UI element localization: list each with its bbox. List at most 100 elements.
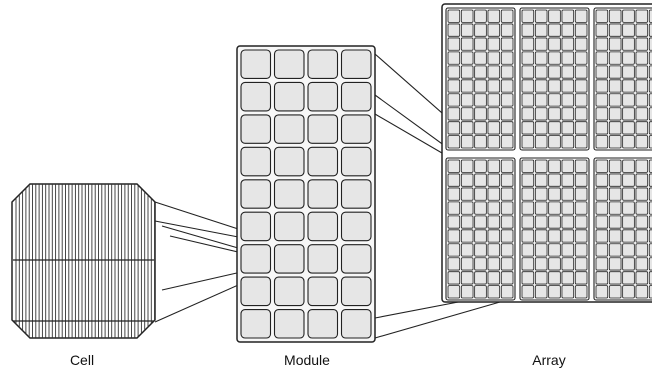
module-label: Module: [284, 352, 330, 368]
array-cell: [574, 135, 588, 149]
array-cell: [548, 9, 561, 23]
array-cell: [622, 107, 635, 121]
array-cell: [487, 107, 501, 121]
module-cell: [340, 146, 372, 177]
array-cell: [595, 121, 609, 135]
array-cell: [561, 37, 575, 51]
array-cell: [521, 23, 535, 37]
array-cell: [561, 65, 575, 79]
array-cell: [474, 37, 487, 51]
array-cell: [622, 121, 635, 135]
array-cell: [534, 23, 548, 37]
array-cell: [487, 187, 501, 201]
array-cell: [487, 271, 501, 285]
array-cell: [608, 229, 622, 243]
array-cell: [608, 65, 622, 79]
array-cell: [622, 201, 635, 215]
array-cell: [561, 215, 575, 229]
array-cell: [521, 271, 535, 285]
array-cell: [595, 135, 609, 149]
module-cell: [273, 309, 305, 339]
array-cell: [561, 271, 575, 285]
array-cell: [622, 257, 635, 271]
array-cell: [635, 229, 649, 243]
array-cell: [622, 187, 635, 201]
array-cell: [595, 79, 609, 93]
array-cell: [460, 173, 474, 187]
array-cell: [561, 173, 575, 187]
array-cell: [474, 135, 487, 149]
array-cell: [608, 37, 622, 51]
array-cell: [487, 135, 501, 149]
array-cell: [474, 187, 487, 201]
array-cell: [622, 51, 635, 65]
array-cell: [635, 93, 649, 107]
array-cell: [648, 159, 652, 173]
array-cell: [574, 65, 588, 79]
array-cell: [474, 173, 487, 187]
array-cell: [548, 159, 561, 173]
cell-fingers: [15, 184, 155, 338]
array-cell: [460, 93, 474, 107]
array-cell: [648, 257, 652, 271]
array-cell: [635, 135, 649, 149]
array-cell: [622, 79, 635, 93]
module-cell: [340, 49, 372, 79]
array-cell: [548, 65, 561, 79]
array-cell: [500, 23, 514, 37]
array-cell: [460, 201, 474, 215]
array-cell: [608, 243, 622, 257]
array-cell: [521, 93, 535, 107]
array-cell: [460, 135, 474, 149]
array-cell: [487, 93, 501, 107]
array-cell: [521, 285, 535, 299]
array-cell: [487, 79, 501, 93]
array-cell: [608, 51, 622, 65]
array-cell: [534, 107, 548, 121]
array-cell: [447, 79, 461, 93]
module-cell: [307, 114, 339, 144]
array-cell: [500, 51, 514, 65]
array-cell: [648, 215, 652, 229]
array-cell: [534, 215, 548, 229]
array-cell: [474, 215, 487, 229]
array-cell: [447, 65, 461, 79]
array-cell: [447, 215, 461, 229]
array-cell: [648, 285, 652, 299]
array-cell: [595, 187, 609, 201]
array-cell: [548, 37, 561, 51]
module-cell: [273, 276, 305, 307]
array-cell: [534, 93, 548, 107]
array-cell: [648, 107, 652, 121]
array-cell: [648, 201, 652, 215]
array-cell: [460, 23, 474, 37]
array-cell: [548, 187, 561, 201]
array-cell: [487, 229, 501, 243]
array-cell: [595, 9, 609, 23]
array-cell: [622, 243, 635, 257]
array-label: Array: [532, 352, 566, 368]
array-cell: [635, 243, 649, 257]
array-cell: [595, 243, 609, 257]
array-cell: [648, 121, 652, 135]
array-cell: [608, 257, 622, 271]
array-cell: [574, 23, 588, 37]
array-cell: [561, 187, 575, 201]
array-cell: [500, 243, 514, 257]
array-cell: [534, 65, 548, 79]
array-cell: [608, 93, 622, 107]
array-cell: [534, 159, 548, 173]
array-cell: [574, 93, 588, 107]
array-cell: [635, 201, 649, 215]
array-cell: [521, 135, 535, 149]
array-cell: [447, 121, 461, 135]
array-cell: [500, 285, 514, 299]
array-cell: [548, 173, 561, 187]
module-cell: [307, 49, 339, 79]
array-cell: [648, 37, 652, 51]
array-cell: [608, 173, 622, 187]
array-cell: [534, 229, 548, 243]
array-cell: [548, 135, 561, 149]
array-cell: [574, 215, 588, 229]
